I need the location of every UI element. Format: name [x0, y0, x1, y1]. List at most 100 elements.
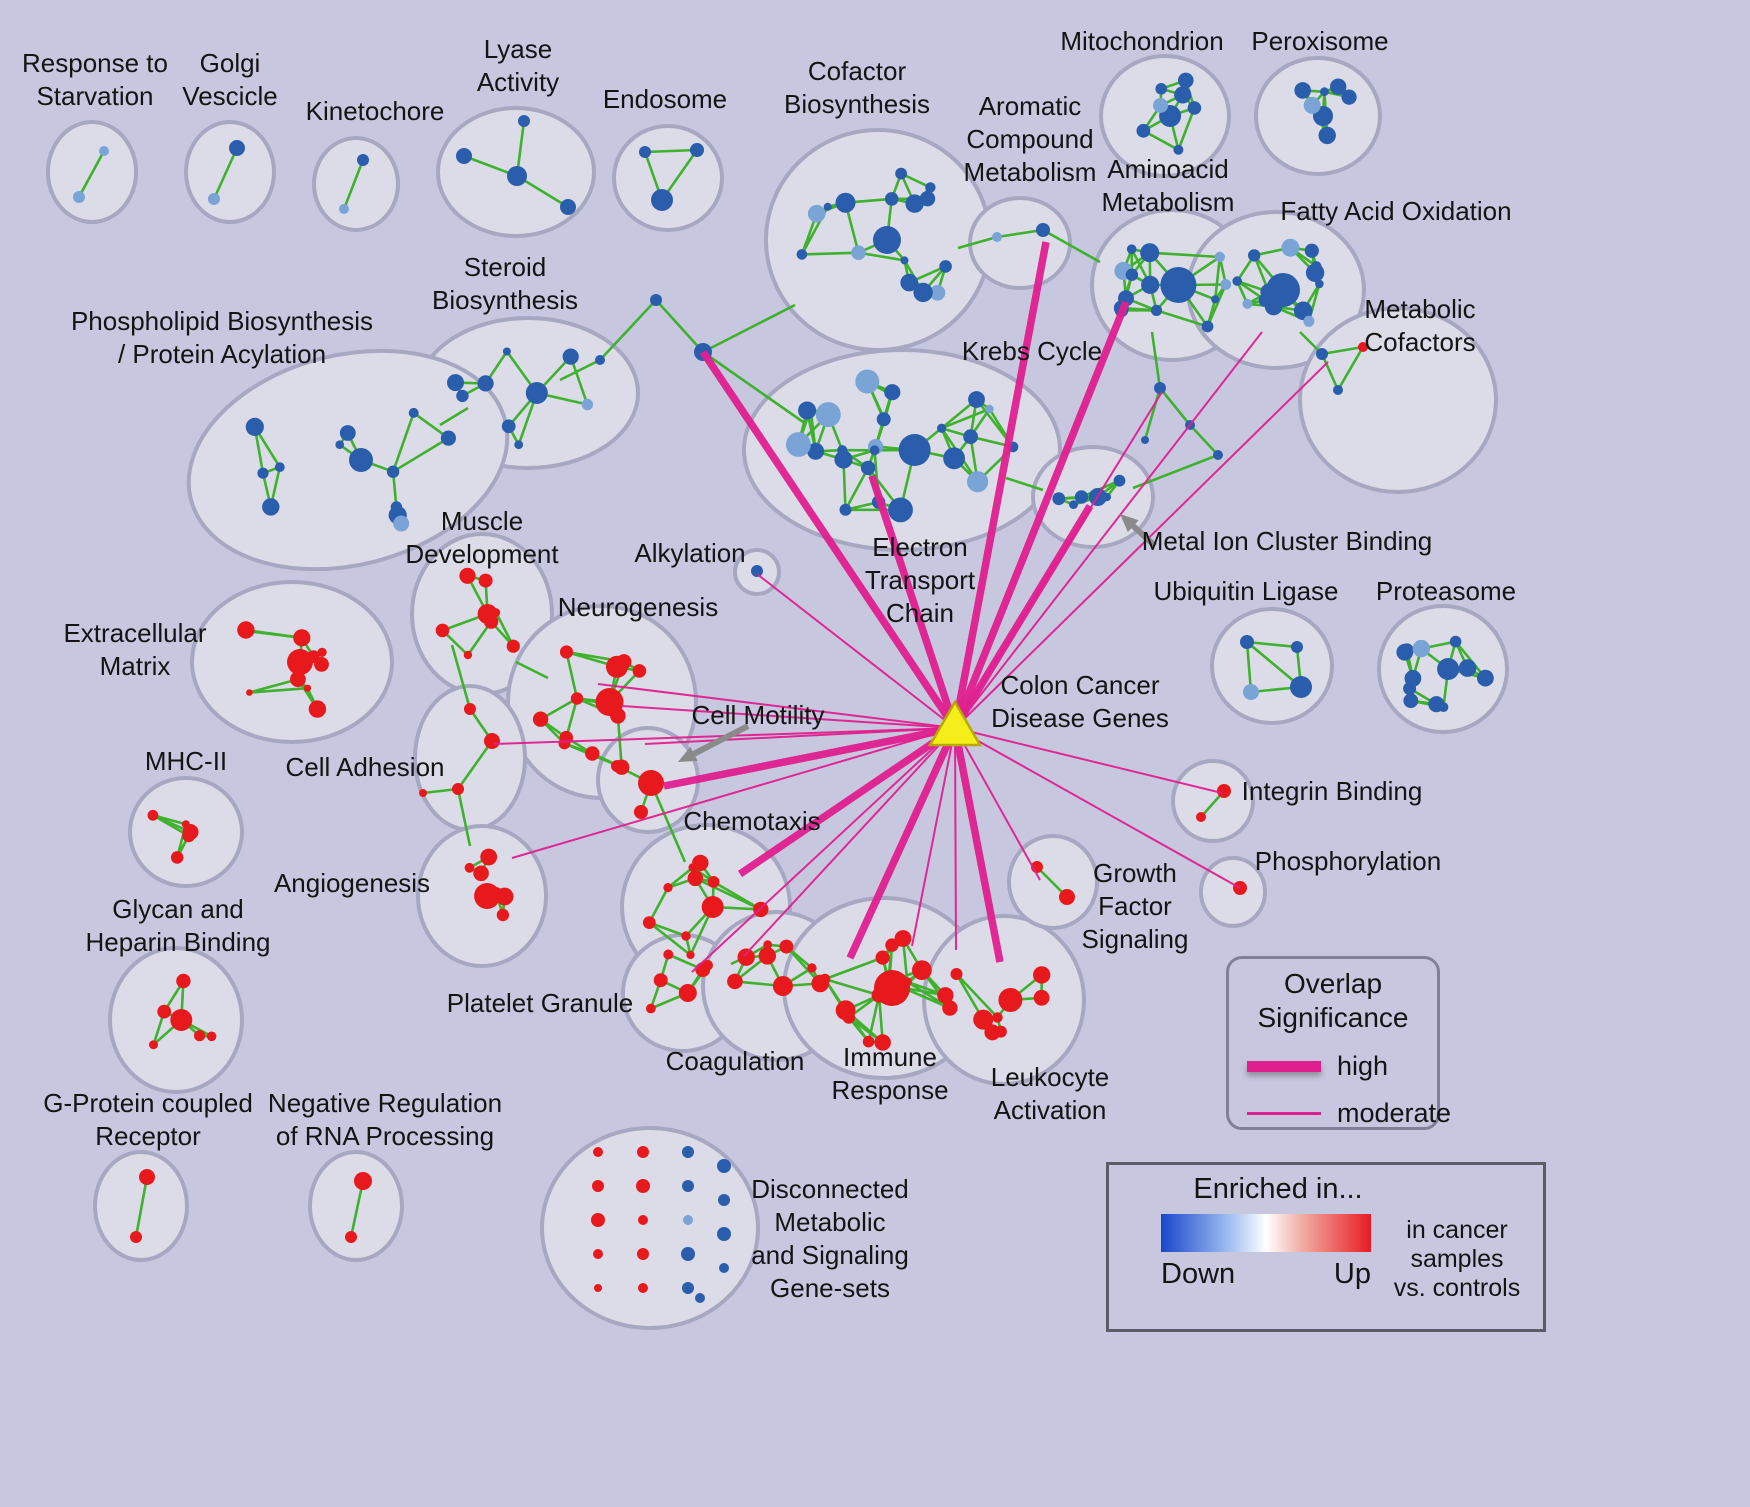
gene-set-node: [994, 1025, 1007, 1038]
gene-set-node: [681, 931, 691, 941]
gene-set-node: [1069, 500, 1078, 509]
inter-cluster-edge: [702, 303, 796, 354]
inter-cluster-edge: [1042, 228, 1101, 264]
gene-set-edge: [996, 228, 1044, 239]
gene-set-node: [1150, 304, 1163, 316]
gene-set-node: [456, 148, 472, 164]
gene-set-node: [896, 981, 911, 995]
gene-set-edge: [655, 299, 704, 353]
gene-set-edge: [1320, 353, 1340, 391]
gene-set-edge: [134, 1176, 149, 1238]
gene-set-node: [1113, 474, 1126, 487]
gene-set-node: [562, 348, 579, 365]
gene-set-node: [1396, 643, 1414, 661]
gene-set-node: [501, 419, 516, 434]
gene-set-node: [851, 245, 866, 260]
gene-set-node: [905, 194, 924, 213]
gene-set-node: [293, 629, 311, 647]
gene-set-node: [1318, 126, 1336, 145]
label-alkylation: Alkylation: [634, 538, 745, 568]
overlap-edge-moderate: [911, 727, 956, 947]
gene-set-node: [1303, 315, 1315, 327]
gene-set-node: [1213, 450, 1223, 460]
label-mhc-ii: MHC-II: [145, 746, 227, 776]
gene-set-node: [1320, 87, 1329, 97]
gene-set-node: [560, 199, 576, 215]
gene-set-edge: [667, 866, 694, 889]
gene-set-node: [246, 689, 253, 696]
gene-set-node: [900, 273, 918, 292]
gene-set-edge: [644, 148, 698, 154]
gene-set-node: [1290, 676, 1312, 698]
gene-set-node: [480, 848, 498, 866]
gene-set-node: [1211, 295, 1220, 304]
enrichment-bar-labels: Down Up: [1161, 1258, 1371, 1291]
overlap-edge-moderate: [954, 727, 957, 951]
overlap-edge-moderate: [511, 727, 956, 859]
gene-set-node: [1125, 268, 1139, 281]
gene-set-node: [632, 664, 647, 678]
gene-set-edge: [1177, 107, 1196, 151]
overlap-significance-legend: Overlap Significance high moderate: [1226, 956, 1451, 1130]
gene-set-node: [639, 146, 651, 158]
layer-nodes: [73, 72, 1494, 1303]
gene-set-node: [464, 862, 475, 873]
gene-set-node: [707, 876, 720, 888]
gene-set-node: [1333, 385, 1343, 395]
gene-set-node: [1036, 223, 1050, 237]
gene-set-edge: [392, 436, 450, 473]
pointer-arrowhead: [1120, 514, 1139, 533]
gene-set-node: [1141, 436, 1149, 444]
gene-set-node: [919, 191, 936, 207]
gene-set-node: [884, 192, 899, 206]
gene-set-node: [182, 829, 196, 843]
cluster-metabolic-cofactors: [1298, 306, 1498, 494]
gene-set-node: [308, 700, 327, 718]
gene-set-node: [1196, 812, 1206, 822]
gene-set-node: [206, 1031, 217, 1042]
gene-set-node: [570, 692, 584, 705]
gene-set-node: [502, 347, 511, 356]
gene-set-node: [913, 282, 933, 303]
gene-set-node: [727, 973, 743, 990]
cluster-ubiquitin-ligase: [1210, 607, 1334, 725]
gene-set-node: [1059, 889, 1075, 905]
gene-set-node: [650, 294, 662, 306]
gene-set-node: [663, 883, 673, 893]
gene-set-node: [687, 870, 704, 887]
inter-cluster-edge: [439, 406, 469, 427]
label-platelet-granule: Platelet Granule: [447, 988, 633, 1018]
gene-set-node: [779, 939, 794, 954]
moderate-significance-label: moderate: [1337, 1098, 1452, 1128]
gene-set-node: [345, 1231, 357, 1243]
gene-set-node: [807, 204, 826, 223]
enrichment-note-line3: vs. controls: [1393, 1274, 1521, 1302]
gene-set-node: [335, 440, 345, 450]
enrichment-note: in cancer samples vs. controls: [1371, 1216, 1543, 1303]
overlap-edge-high: [846, 726, 959, 960]
label-coagulation: Coagulation: [666, 1046, 805, 1076]
gene-set-edge: [1213, 256, 1222, 300]
gene-set-node: [638, 1283, 648, 1293]
overlap-edge-moderate: [691, 727, 956, 973]
gene-set-edge: [1143, 387, 1162, 441]
gene-set-node: [357, 154, 369, 166]
gene-set-node: [1214, 251, 1226, 263]
inter-cluster-edge: [957, 235, 998, 250]
gene-set-node: [646, 1003, 656, 1014]
gene-set-node: [772, 976, 793, 996]
gene-set-node: [874, 1034, 891, 1051]
gene-set-node: [1243, 684, 1259, 700]
gene-set-node: [593, 1147, 603, 1157]
gene-set-node: [459, 567, 476, 584]
overlap-edge-high: [868, 474, 959, 730]
gene-set-node: [796, 249, 808, 260]
gene-set-node: [837, 445, 848, 456]
gene-set-node: [638, 1215, 648, 1225]
overlap-edge-high: [663, 724, 956, 790]
